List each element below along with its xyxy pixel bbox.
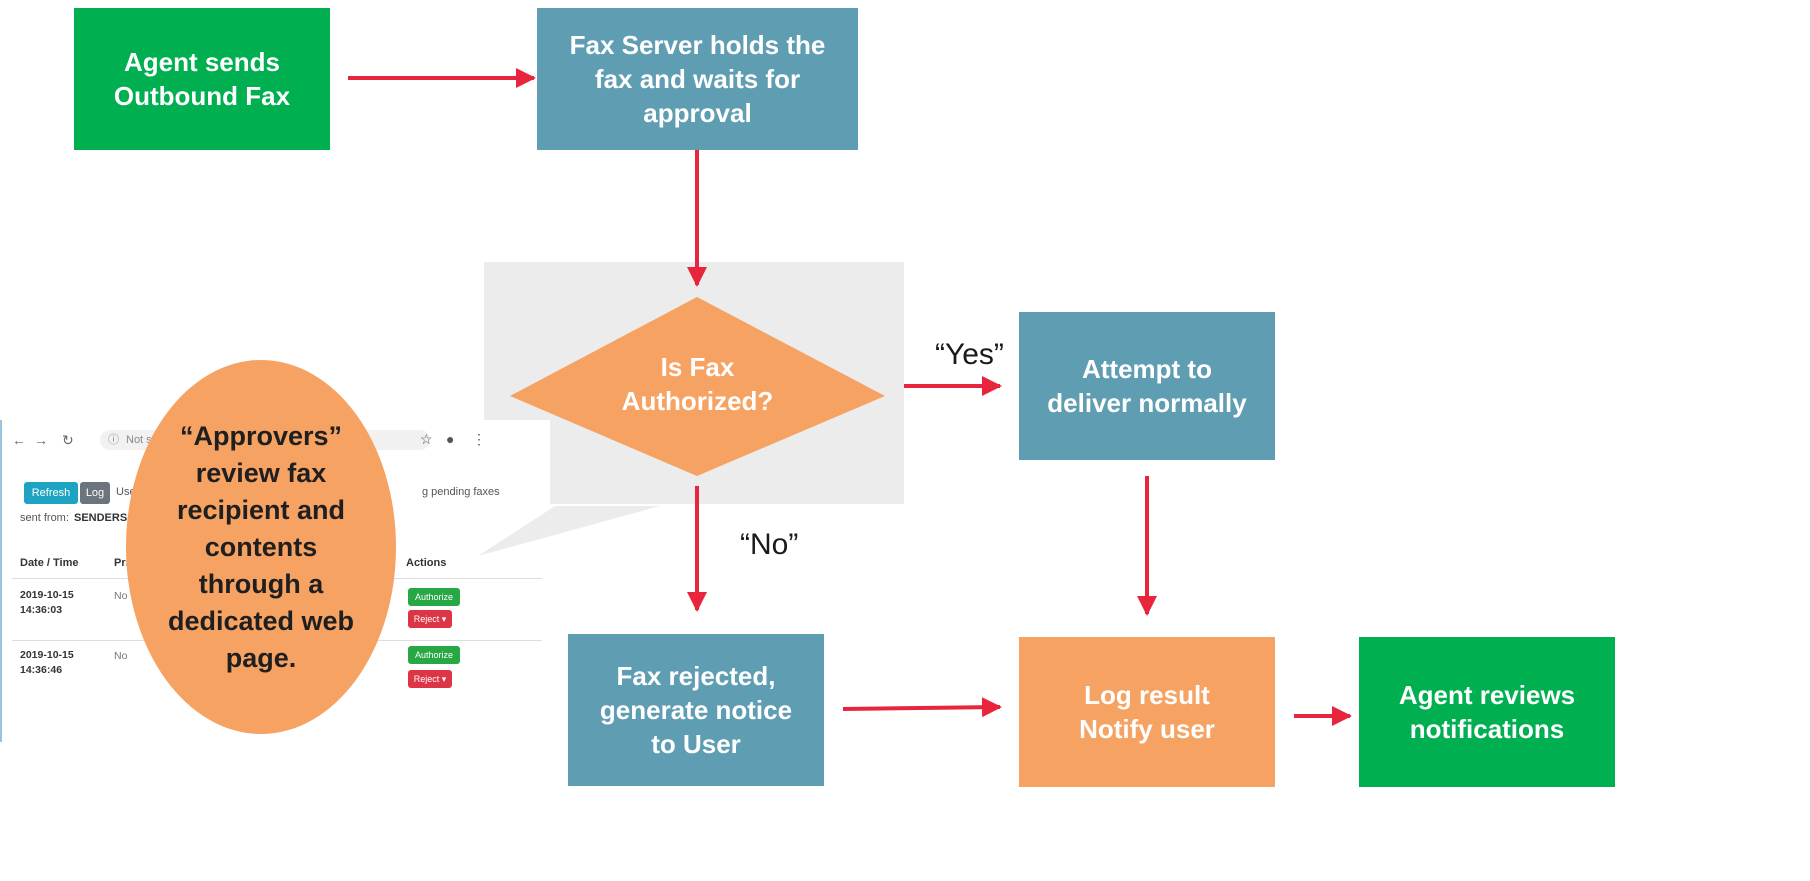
forward-icon: → — [34, 432, 48, 448]
reject-button[interactable]: Reject ▾ — [408, 670, 452, 688]
callout-tail — [478, 506, 660, 556]
col-datetime: Date / Time — [20, 557, 79, 569]
back-icon: ← — [12, 432, 26, 448]
node-agent-reviews: Agent reviews notifications — [1359, 637, 1615, 787]
more-icon: ⋮ — [472, 431, 486, 447]
sent-from-label: sent from: — [20, 512, 69, 524]
refresh-button[interactable]: Refresh — [24, 482, 78, 504]
col-priority: Pri — [114, 557, 129, 569]
info-icon: ⓘ — [108, 434, 119, 446]
decision-label: Is Fax Authorized? — [621, 352, 774, 416]
row-datetime: 2019-10-15 14:36:46 — [20, 649, 74, 676]
account-icon: ● — [446, 431, 455, 447]
row-priority: No — [114, 590, 128, 602]
arrow-rejected-to-log — [842, 697, 1002, 718]
col-actions: Actions — [406, 557, 447, 569]
star-icon: ☆ — [420, 431, 433, 447]
approvers-callout: “Approvers” review fax recipient and con… — [126, 360, 396, 734]
node-fax-server: Fax Server holds the fax and waits for a… — [537, 8, 858, 150]
reject-button[interactable]: Reject ▾ — [408, 610, 452, 628]
edge-label-yes: “Yes” — [935, 338, 1004, 371]
node-log-result: Log result Notify user — [1019, 637, 1275, 787]
log-button[interactable]: Log — [80, 482, 110, 504]
row-priority: No — [114, 650, 128, 662]
authorize-button[interactable]: Authorize — [408, 588, 460, 606]
edge-label-no: “No” — [740, 528, 799, 561]
sent-from-value: SENDERS1 — [74, 512, 134, 524]
node-fax-rejected: Fax rejected, generate notice to User — [568, 634, 824, 786]
row-datetime: 2019-10-15 14:36:03 — [20, 589, 74, 616]
node-agent-sends: Agent sends Outbound Fax — [74, 8, 330, 150]
node-attempt-delivery: Attempt to deliver normally — [1019, 312, 1275, 460]
decision-diamond — [510, 297, 885, 476]
pending-text: g pending faxes — [422, 486, 500, 498]
reload-icon: ↻ — [62, 432, 74, 448]
authorize-button[interactable]: Authorize — [408, 646, 460, 664]
